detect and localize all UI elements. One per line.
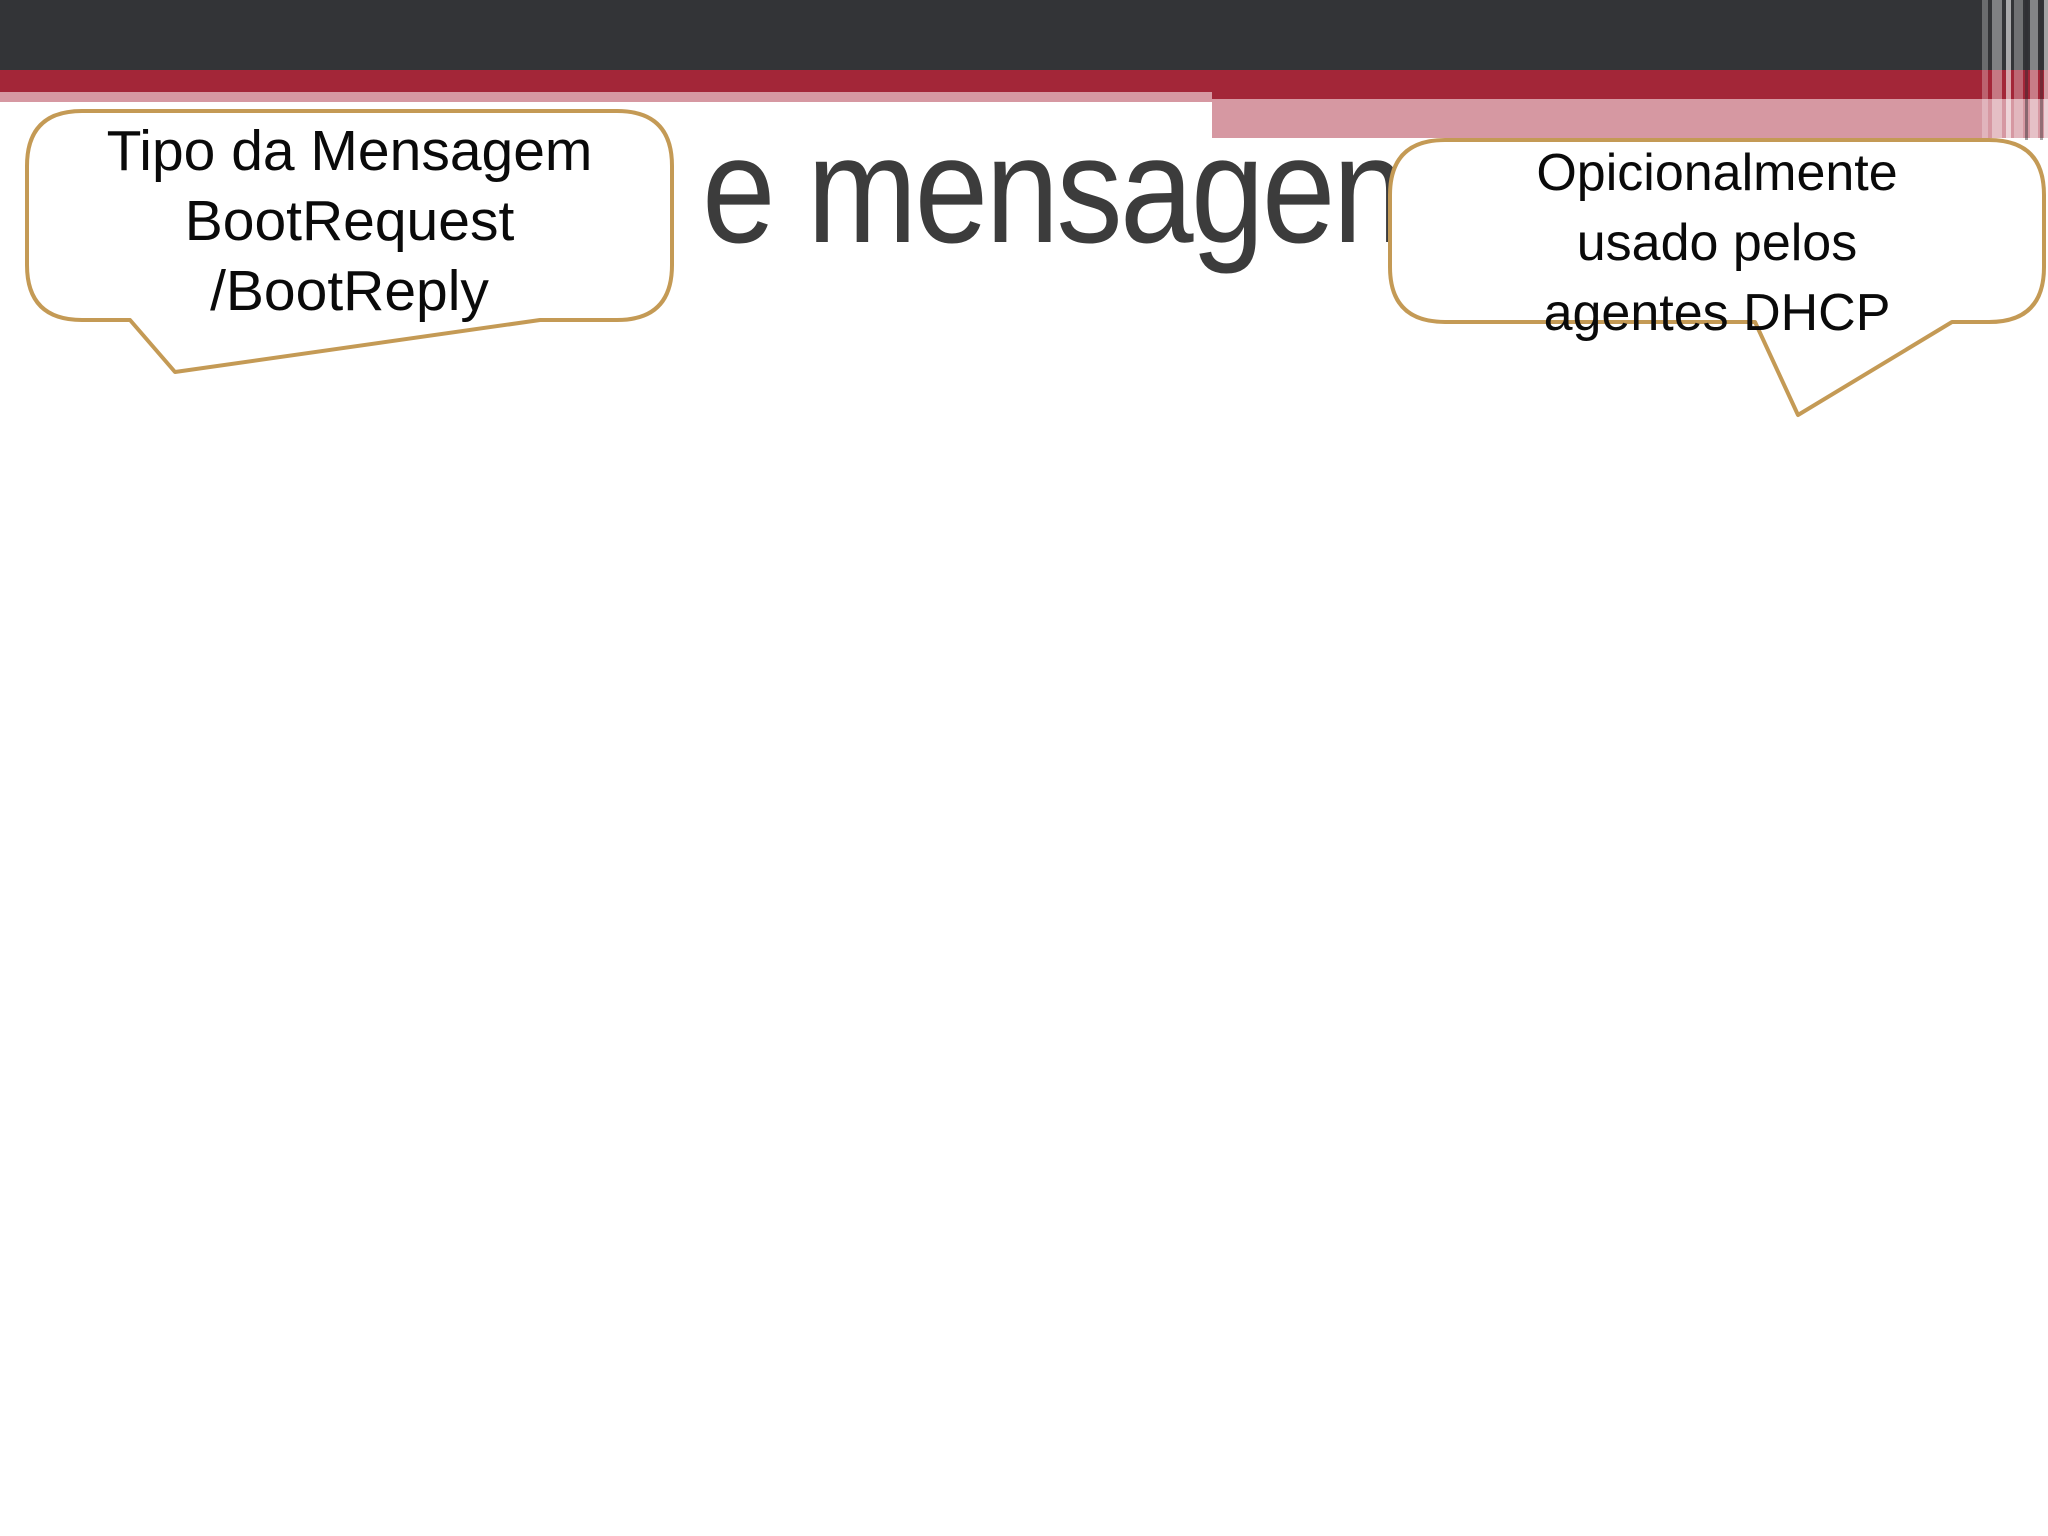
corner-stripe-ornament	[1978, 0, 2048, 140]
stripe	[2006, 0, 2011, 140]
left-callout-line-3: /BootReply	[210, 259, 489, 323]
stripe	[2044, 0, 2048, 140]
stripe	[2014, 0, 2023, 140]
right-speech-bubble-icon	[1388, 138, 2046, 417]
right-callout-line-3: agentes DHCP	[1543, 284, 1891, 342]
header-pink-band-left	[0, 92, 1212, 102]
header-red-band-extension	[1212, 92, 2048, 99]
stripe	[1992, 0, 2002, 140]
right-callout-label: Opicionalmente usado pelos agentes DHCP	[1390, 138, 2044, 348]
left-speech-bubble-icon	[25, 109, 674, 374]
header-dark-bar	[0, 0, 2048, 70]
stripe	[2025, 0, 2028, 140]
stripe	[2030, 0, 2038, 140]
right-callout-line-1: Opicionalmente	[1536, 144, 1898, 202]
header-pink-band-right	[1212, 99, 2048, 138]
right-callout-line-2: usado pelos	[1576, 214, 1858, 272]
header-red-band	[0, 70, 2048, 92]
stripe	[2040, 0, 2043, 140]
left-callout-line-1: Tipo da Mensagem	[106, 119, 593, 183]
stripe	[1982, 0, 1988, 140]
left-callout-line-2: BootRequest	[184, 189, 515, 253]
slide-title: e mensagen	[702, 105, 1406, 275]
left-callout-label: Tipo da Mensagem BootRequest /BootReply	[27, 116, 672, 326]
